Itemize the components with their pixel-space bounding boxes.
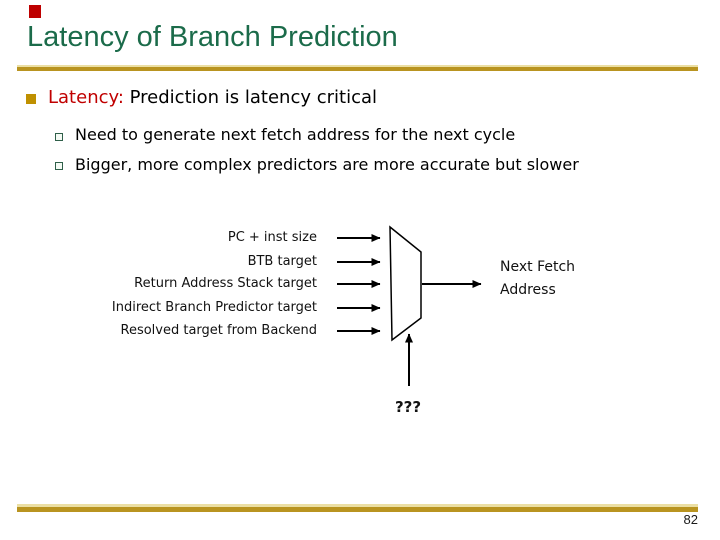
level2-bullet-square-icon — [55, 133, 63, 141]
title-rule — [17, 67, 698, 71]
mux-input-label: PC + inst size — [227, 230, 317, 245]
next-fetch-line1: Next Fetch — [500, 259, 576, 275]
page-number: 82 — [683, 512, 698, 527]
mux-select-question-label: ??? — [394, 398, 422, 416]
bullet-lead-red: Latency: — [48, 87, 124, 108]
level1-bullet-text: Latency: Prediction is latency critical — [48, 86, 688, 110]
next-fetch-line2: Address — [500, 282, 556, 298]
footer-rule-highlight — [17, 504, 698, 507]
mux-shape — [389, 225, 422, 342]
level2-bullet-text: Bigger, more complex predictors are more… — [75, 155, 579, 174]
level1-bullet-square-icon — [26, 94, 36, 104]
mux-input-label: Indirect Branch Predictor target — [111, 300, 317, 315]
footer-rule — [17, 507, 698, 512]
mux-input-label: Return Address Stack target — [134, 276, 317, 291]
title-rule-highlight — [17, 65, 698, 67]
slide-title: Latency of Branch Prediction — [27, 21, 398, 53]
logo-red-square-icon — [29, 5, 41, 18]
mux-input-label: BTB target — [247, 254, 317, 269]
level2-bullet-square-icon — [55, 162, 63, 170]
level2-bullet-text: Need to generate next fetch address for … — [75, 125, 516, 144]
mux-input-label: Resolved target from Backend — [120, 323, 318, 338]
bullet-rest: Prediction is latency critical — [123, 87, 377, 108]
next-fetch-address-label: Next Fetch Address — [500, 256, 660, 302]
